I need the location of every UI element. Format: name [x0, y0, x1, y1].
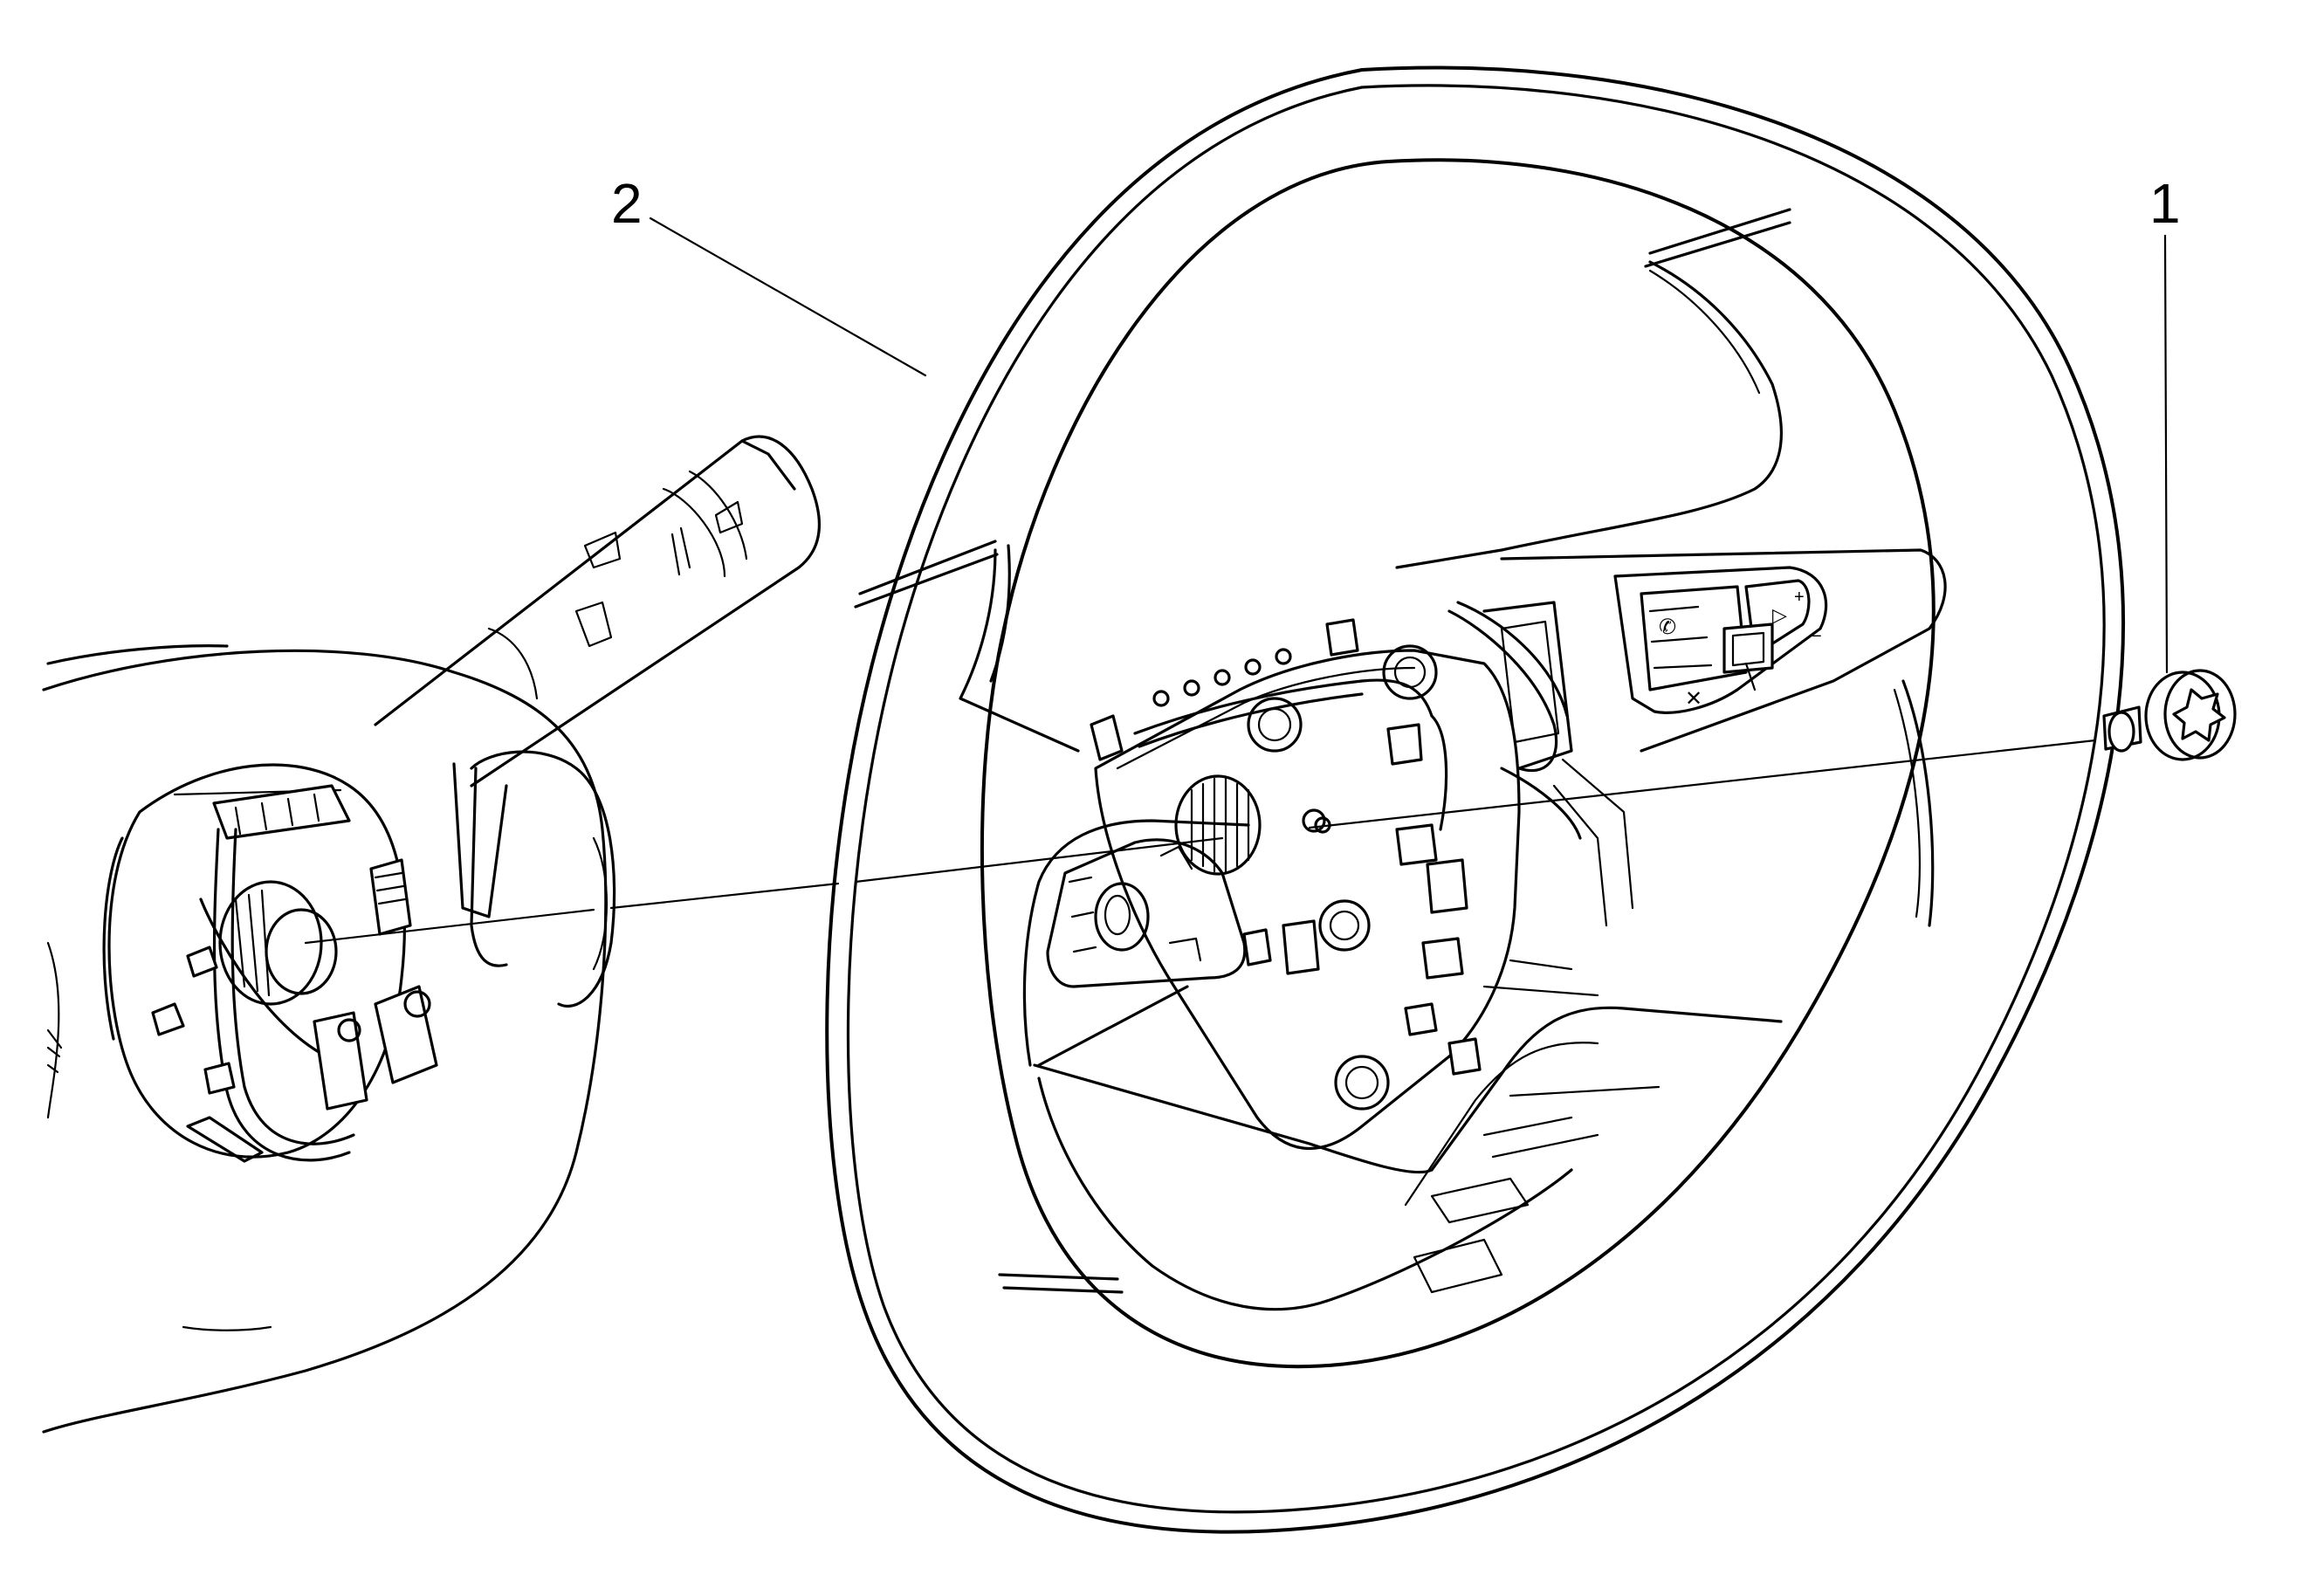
steering-wheel-bolt [2104, 671, 2235, 760]
steering-wheel: ✆ ✕ + − ▷ [827, 68, 2123, 1532]
phone-icon: ✆ [1659, 616, 1676, 639]
volume-down-icon: − [1812, 627, 1822, 646]
mute-icon: ✕ [1685, 687, 1702, 711]
wiper-stalk [375, 437, 819, 917]
clock-spring [104, 765, 437, 1161]
volume-up-icon: + [1794, 588, 1805, 607]
callout-2: 2 [611, 172, 925, 375]
seek-icon: ▷ [1772, 604, 1787, 626]
callout-label-2: 2 [611, 172, 643, 235]
assembly-axis [306, 740, 2095, 943]
callout-label-1: 1 [2149, 172, 2181, 235]
callout-1: 1 [2149, 172, 2181, 672]
